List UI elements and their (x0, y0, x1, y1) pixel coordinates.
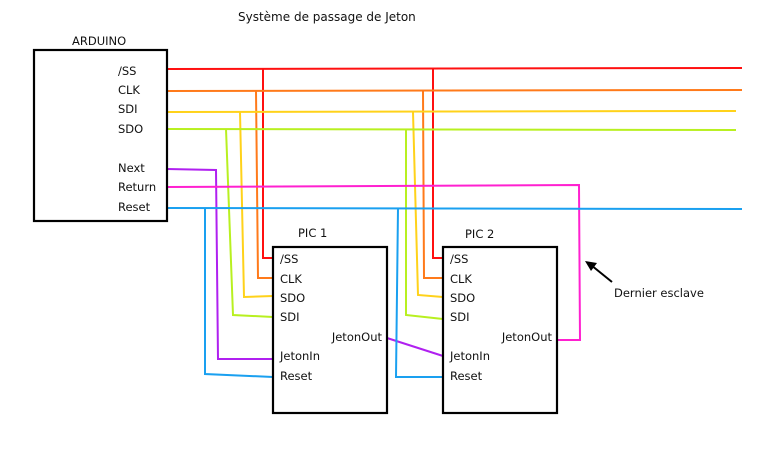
pic1-pin-sdi: SDI (280, 310, 300, 324)
pic1-pin-jetonout: JetonOut (331, 330, 383, 344)
pic2-label: PIC 2 (465, 227, 494, 241)
pic2-pin-sdi: SDI (450, 310, 470, 324)
pic2-pin-ss: /SS (450, 252, 468, 266)
pic1-pin-clk: CLK (280, 272, 302, 286)
arduino-pin-ss: /SS (118, 64, 136, 78)
arduino-pin-sdo: SDO (118, 122, 143, 136)
pic1-block: PIC 1 /SS CLK SDO SDI JetonOut JetonIn R… (271, 226, 389, 415)
wire-sdo-bus (166, 128, 737, 131)
arduino-pin-sdi: SDI (118, 102, 138, 116)
arduino-box (32, 48, 169, 223)
pic1-pin-sdo: SDO (280, 291, 305, 305)
wire-sdi-bus (166, 110, 737, 113)
wire-reset-pic1 (204, 208, 274, 378)
pic2-pin-reset: Reset (450, 369, 483, 383)
pic1-pin-ss: /SS (280, 252, 298, 266)
annotation-last-slave: Dernier esclave (585, 261, 704, 300)
pic1-label: PIC 1 (298, 226, 327, 240)
arduino-label: ARDUINO (72, 34, 126, 48)
pic1-box (271, 245, 389, 415)
pic2-block: PIC 2 /SS CLK SDO SDI JetonOut JetonIn R… (441, 227, 559, 415)
arrow-icon (585, 261, 613, 283)
wires (166, 67, 743, 378)
wire-ss-pic1 (262, 69, 273, 259)
pic2-pin-jetonout: JetonOut (501, 330, 553, 344)
wire-clk-pic2 (422, 90, 443, 279)
arduino-pin-reset: Reset (118, 200, 151, 214)
pic2-pin-jetonin: JetonIn (449, 349, 490, 363)
wire-next (166, 168, 273, 360)
wire-ss-bus (166, 67, 743, 70)
annotation-text: Dernier esclave (614, 286, 704, 300)
wire-clk-pic1 (255, 90, 273, 279)
wire-sdi-pic2 (412, 111, 444, 298)
pic2-pin-sdo: SDO (450, 291, 475, 305)
wire-clk-bus (166, 89, 743, 92)
wire-sdi-pic1 (239, 111, 274, 299)
arduino-pin-return: Return (118, 180, 156, 194)
arduino-pin-clk: CLK (118, 83, 140, 97)
diagram-title: Système de passage de Jeton (238, 10, 416, 24)
wire-sdo-pic2 (405, 130, 444, 320)
arduino-pin-next: Next (118, 161, 145, 175)
pic1-pin-reset: Reset (280, 369, 313, 383)
wire-reset-pic2 (394, 207, 443, 378)
pic2-pin-clk: CLK (450, 272, 472, 286)
pic2-box (441, 245, 559, 415)
wire-return (166, 183, 582, 341)
pic1-pin-jetonin: JetonIn (279, 349, 320, 363)
wire-sdo-pic1 (225, 128, 274, 318)
arduino-block: ARDUINO /SS CLK SDI SDO Next Return Rese… (32, 34, 169, 223)
wire-reset-bus (166, 207, 743, 210)
wire-ss-pic2 (432, 68, 443, 259)
